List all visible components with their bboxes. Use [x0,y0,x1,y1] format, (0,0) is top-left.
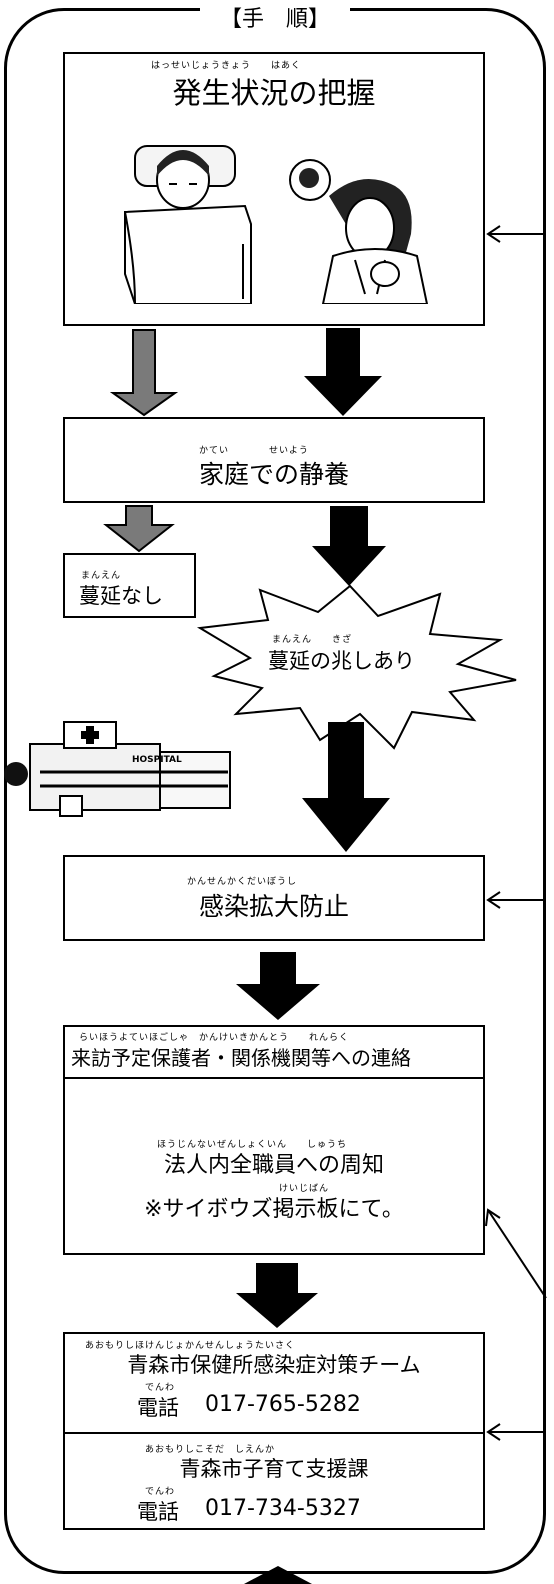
gray-down-arrow-icon-2 [103,505,175,553]
health-center-phone: 017-765-5282 [205,1392,361,1417]
spread-sign-starburst [196,584,517,750]
childcare-phone: 017-734-5327 [205,1496,361,1521]
black-down-arrow-icon-2 [312,506,386,586]
step-contact-box: らいほうよていほごしゃ かんけいきかんとう れんらく 来訪予定保護者・関係機関等… [63,1025,485,1255]
staff-notice-ruby: ほうじんないぜんしょくいん しゅうち [157,1140,348,1150]
step-home-rest-box: かてい せいよう 家庭での静養 [63,417,485,503]
step-prevent-spread-ruby: かんせんかくだいぼうし [187,877,298,887]
step-situation-ruby: はっせいじょうきょう はあく [151,61,302,71]
hospital-icon: HOSPITAL [4,721,231,817]
coughing-person-icon [289,159,429,304]
bottom-arrow-tip-icon [244,1566,312,1584]
feedback-arrow-contacts-icon [486,1423,546,1441]
health-center-phone-ruby: でんわ [145,1383,176,1393]
gray-down-arrow-icon [109,329,179,417]
bulletin-label: ※サイボウズ掲示板にて。 [144,1197,404,1222]
health-center-ruby: あおもりしほけんじょかんせんしょうたいさく [85,1341,296,1351]
step-home-rest-label: 家庭での静養 [198,460,349,489]
childcare-name: 青森市子育て支援課 [179,1457,369,1481]
feedback-arrow-step4-icon [485,1208,547,1299]
health-center-phone-label: 電話 [137,1396,179,1420]
bulletin-ruby: けいじばん [279,1184,330,1194]
feedback-arrow-step1-icon [486,225,546,243]
contact-health-center-box: あおもりしほけんじょかんせんしょうたいさく 青森市保健所感染症対策チーム でんわ… [63,1332,485,1434]
black-down-arrow-icon [304,328,382,416]
step-contact-header: らいほうよていほごしゃ かんけいきかんとう れんらく 来訪予定保護者・関係機関等… [65,1027,483,1079]
childcare-phone-ruby: でんわ [145,1487,176,1497]
step-contact-ruby: らいほうよていほごしゃ かんけいきかんとう れんらく [79,1033,350,1043]
step-situation-label: 発生状況の把握 [172,76,376,110]
health-center-name: 青森市保健所感染症対策チーム [127,1353,421,1377]
no-spread-ruby: まんえん [81,571,122,581]
no-spread-box: まんえん 蔓延なし [63,553,196,618]
step-contact-title: 来訪予定保護者・関係機関等への連絡 [71,1046,411,1070]
procedure-header: 【手 順】 [200,2,350,38]
childcare-ruby: あおもりしこそだ しえんか [145,1445,276,1455]
step-home-rest-ruby: かてい せいよう [199,446,309,456]
no-spread-label: 蔓延なし [79,584,163,608]
feedback-arrow-step3-icon [486,891,546,909]
hospital-sign: HOSPITAL [132,755,182,765]
spread-sign-label: 蔓延の兆しあり [268,649,415,673]
sick-people-illustration [124,145,429,304]
step-situation-box: はっせいじょうきょう はあく 発生状況の把握 [63,52,485,326]
spread-sign-ruby: まんえん きざ [272,633,352,645]
contact-childcare-box: あおもりしこそだ しえんか 青森市子育て支援課 でんわ 電話 017-734-5… [63,1432,485,1530]
childcare-phone-label: 電話 [137,1500,179,1524]
sick-person-in-bed-icon [124,145,252,304]
step-prevent-spread-label: 感染拡大防止 [198,892,349,921]
step-prevent-spread-box: かんせんかくだいぼうし 感染拡大防止 [63,855,485,941]
black-down-arrow-icon-3 [302,722,390,852]
black-down-arrow-icon-4 [236,952,320,1020]
staff-notice-label: 法人内全職員への周知 [163,1153,384,1178]
black-down-arrow-icon-5 [236,1263,318,1328]
